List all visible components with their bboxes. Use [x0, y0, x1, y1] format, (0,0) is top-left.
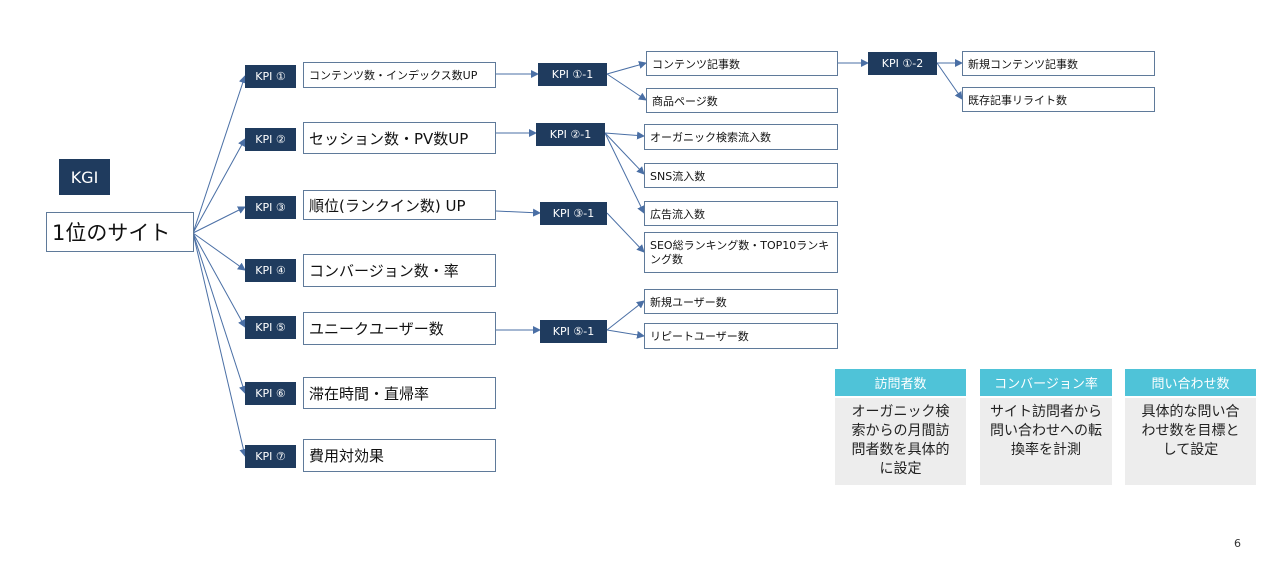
page-number: 6 [1234, 537, 1241, 550]
kpi-4-tag: KPI ④ [245, 259, 296, 282]
kpi-1-1-item-2: 商品ページ数 [646, 88, 838, 113]
kpi-2-box: セッション数・PV数UP [303, 122, 496, 154]
kpi-1-2-item-1: 新規コンテンツ記事数 [962, 51, 1155, 76]
kpi-2-1-tag: KPI ②-1 [536, 123, 605, 146]
kpi-1-tag: KPI ① [245, 65, 296, 88]
kpi-2-1-item-2: SNS流入数 [644, 163, 838, 188]
card-inquiries-title: 問い合わせ数 [1125, 369, 1256, 396]
kpi-1-1-item-1: コンテンツ記事数 [646, 51, 838, 76]
kpi-2-1-item-3: 広告流入数 [644, 201, 838, 226]
kpi-5-1-item-1: 新規ユーザー数 [644, 289, 838, 314]
card-conversion-body: サイト訪問者から問い合わせへの転換率を計測 [980, 398, 1112, 485]
kpi-3-1-tag: KPI ③-1 [540, 202, 607, 225]
kpi-3-tag: KPI ③ [245, 196, 296, 219]
kpi-6-tag: KPI ⑥ [245, 382, 296, 405]
kgi-goal-box: 1位のサイト [46, 212, 194, 252]
kpi-6-box: 滞在時間・直帰率 [303, 377, 496, 409]
kpi-3-box: 順位(ランクイン数) UP [303, 190, 496, 220]
kgi-tag: KGI [59, 159, 110, 195]
kpi-3-1-item-1: SEO総ランキング数・TOP10ランキング数 [644, 232, 838, 273]
kpi-7-tag: KPI ⑦ [245, 445, 296, 468]
kpi-5-1-tag: KPI ⑤-1 [540, 320, 607, 343]
kpi-5-tag: KPI ⑤ [245, 316, 296, 339]
kpi-1-2-tag: KPI ①-2 [868, 52, 937, 75]
kpi-5-1-item-2: リピートユーザー数 [644, 323, 838, 349]
card-visitors-body: オーガニック検索からの月間訪問者数を具体的に設定 [835, 398, 966, 485]
card-conversion-title: コンバージョン率 [980, 369, 1112, 396]
kpi-1-box: コンテンツ数・インデックス数UP [303, 62, 496, 88]
kpi-1-1-tag: KPI ①-1 [538, 63, 607, 86]
card-inquiries-body: 具体的な問い合わせ数を目標として設定 [1125, 398, 1256, 485]
kpi-5-box: ユニークユーザー数 [303, 312, 496, 345]
kpi-4-box: コンバージョン数・率 [303, 254, 496, 287]
kpi-2-1-item-1: オーガニック検索流入数 [644, 124, 838, 150]
card-visitors-title: 訪問者数 [835, 369, 966, 396]
kpi-2-tag: KPI ② [245, 128, 296, 151]
kpi-1-2-item-2: 既存記事リライト数 [962, 87, 1155, 112]
kpi-7-box: 費用対効果 [303, 439, 496, 472]
